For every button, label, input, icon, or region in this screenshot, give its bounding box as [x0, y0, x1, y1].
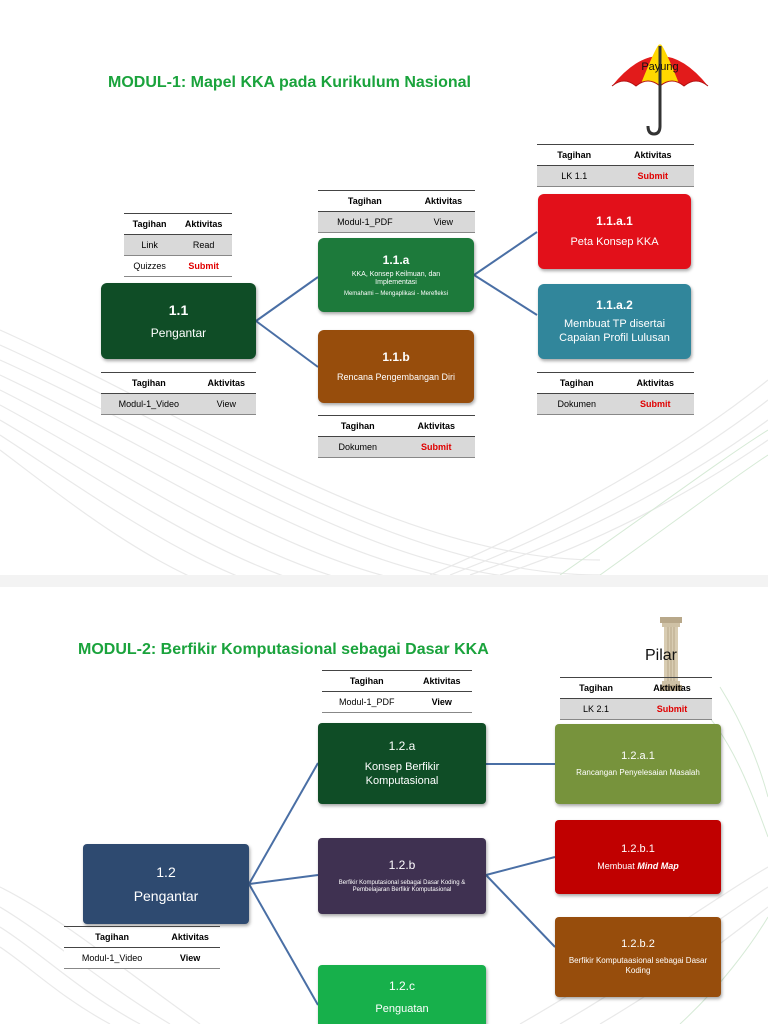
submit-link[interactable]: Submit	[397, 436, 475, 458]
node-1-1-b[interactable]: 1.1.b Rencana Pengembangan Diri	[318, 330, 474, 403]
table-cell: Quizzes	[124, 255, 176, 277]
node-1-1-a-1[interactable]: 1.1.a.1 Peta Konsep KKA	[538, 194, 691, 269]
node-1-1-a[interactable]: 1.1.a KKA, Konsep Keilmuan, dan Implemen…	[318, 238, 474, 312]
node-1-1[interactable]: 1.1 Pengantar	[101, 283, 256, 359]
view-link[interactable]: View	[160, 947, 220, 969]
submit-link[interactable]: Submit	[616, 393, 694, 415]
submit-link[interactable]: Submit	[175, 255, 232, 277]
node-1-2-b[interactable]: 1.2.b Berfikir Komputasional sebagai Das…	[318, 838, 486, 914]
umbrella-icon: Payung	[611, 44, 709, 136]
view-link[interactable]: View	[196, 393, 256, 415]
umbrella-label: Payung	[641, 61, 678, 73]
connector-lines	[255, 231, 538, 368]
node-1-2-c[interactable]: 1.2.c Penguatan	[318, 965, 486, 1024]
table-cell: Link	[124, 234, 176, 256]
slide-title: MODUL-1: Mapel KKA pada Kurikulum Nasion…	[108, 74, 471, 91]
slide-title: MODUL-2: Berfikir Komputasional sebagai …	[78, 641, 489, 658]
node-1-2-a-1[interactable]: 1.2.a.1 Rancangan Penyelesaian Masalah	[555, 724, 721, 804]
slide-modul-2: MODUL-2: Berfikir Komputasional sebagai …	[0, 587, 768, 1024]
node-1-2-a[interactable]: 1.2.a Konsep Berfikir Komputasional	[318, 723, 486, 804]
slide-separator	[0, 575, 768, 587]
node-1-2-b-2[interactable]: 1.2.b.2 Berfikir Komputaasional sebagai …	[555, 917, 721, 997]
node-1-2-b-1[interactable]: 1.2.b.1 Membuat Mind Map	[555, 820, 721, 894]
slide-modul-1: MODUL-1: Mapel KKA pada Kurikulum Nasion…	[0, 44, 768, 575]
node-1-1-a-2[interactable]: 1.1.a.2 Membuat TP disertai Capaian Prof…	[538, 284, 691, 359]
connector-lines	[248, 762, 556, 1006]
submit-link[interactable]: Submit	[632, 698, 712, 720]
view-link[interactable]: View	[411, 211, 475, 233]
node-1-2[interactable]: 1.2 Pengantar	[83, 844, 249, 924]
table-cell: Read	[175, 234, 232, 256]
background-wave	[0, 329, 768, 575]
pillar-label: Pilar	[645, 647, 678, 664]
view-link[interactable]: View	[411, 691, 472, 713]
submit-link[interactable]: Submit	[611, 165, 694, 187]
